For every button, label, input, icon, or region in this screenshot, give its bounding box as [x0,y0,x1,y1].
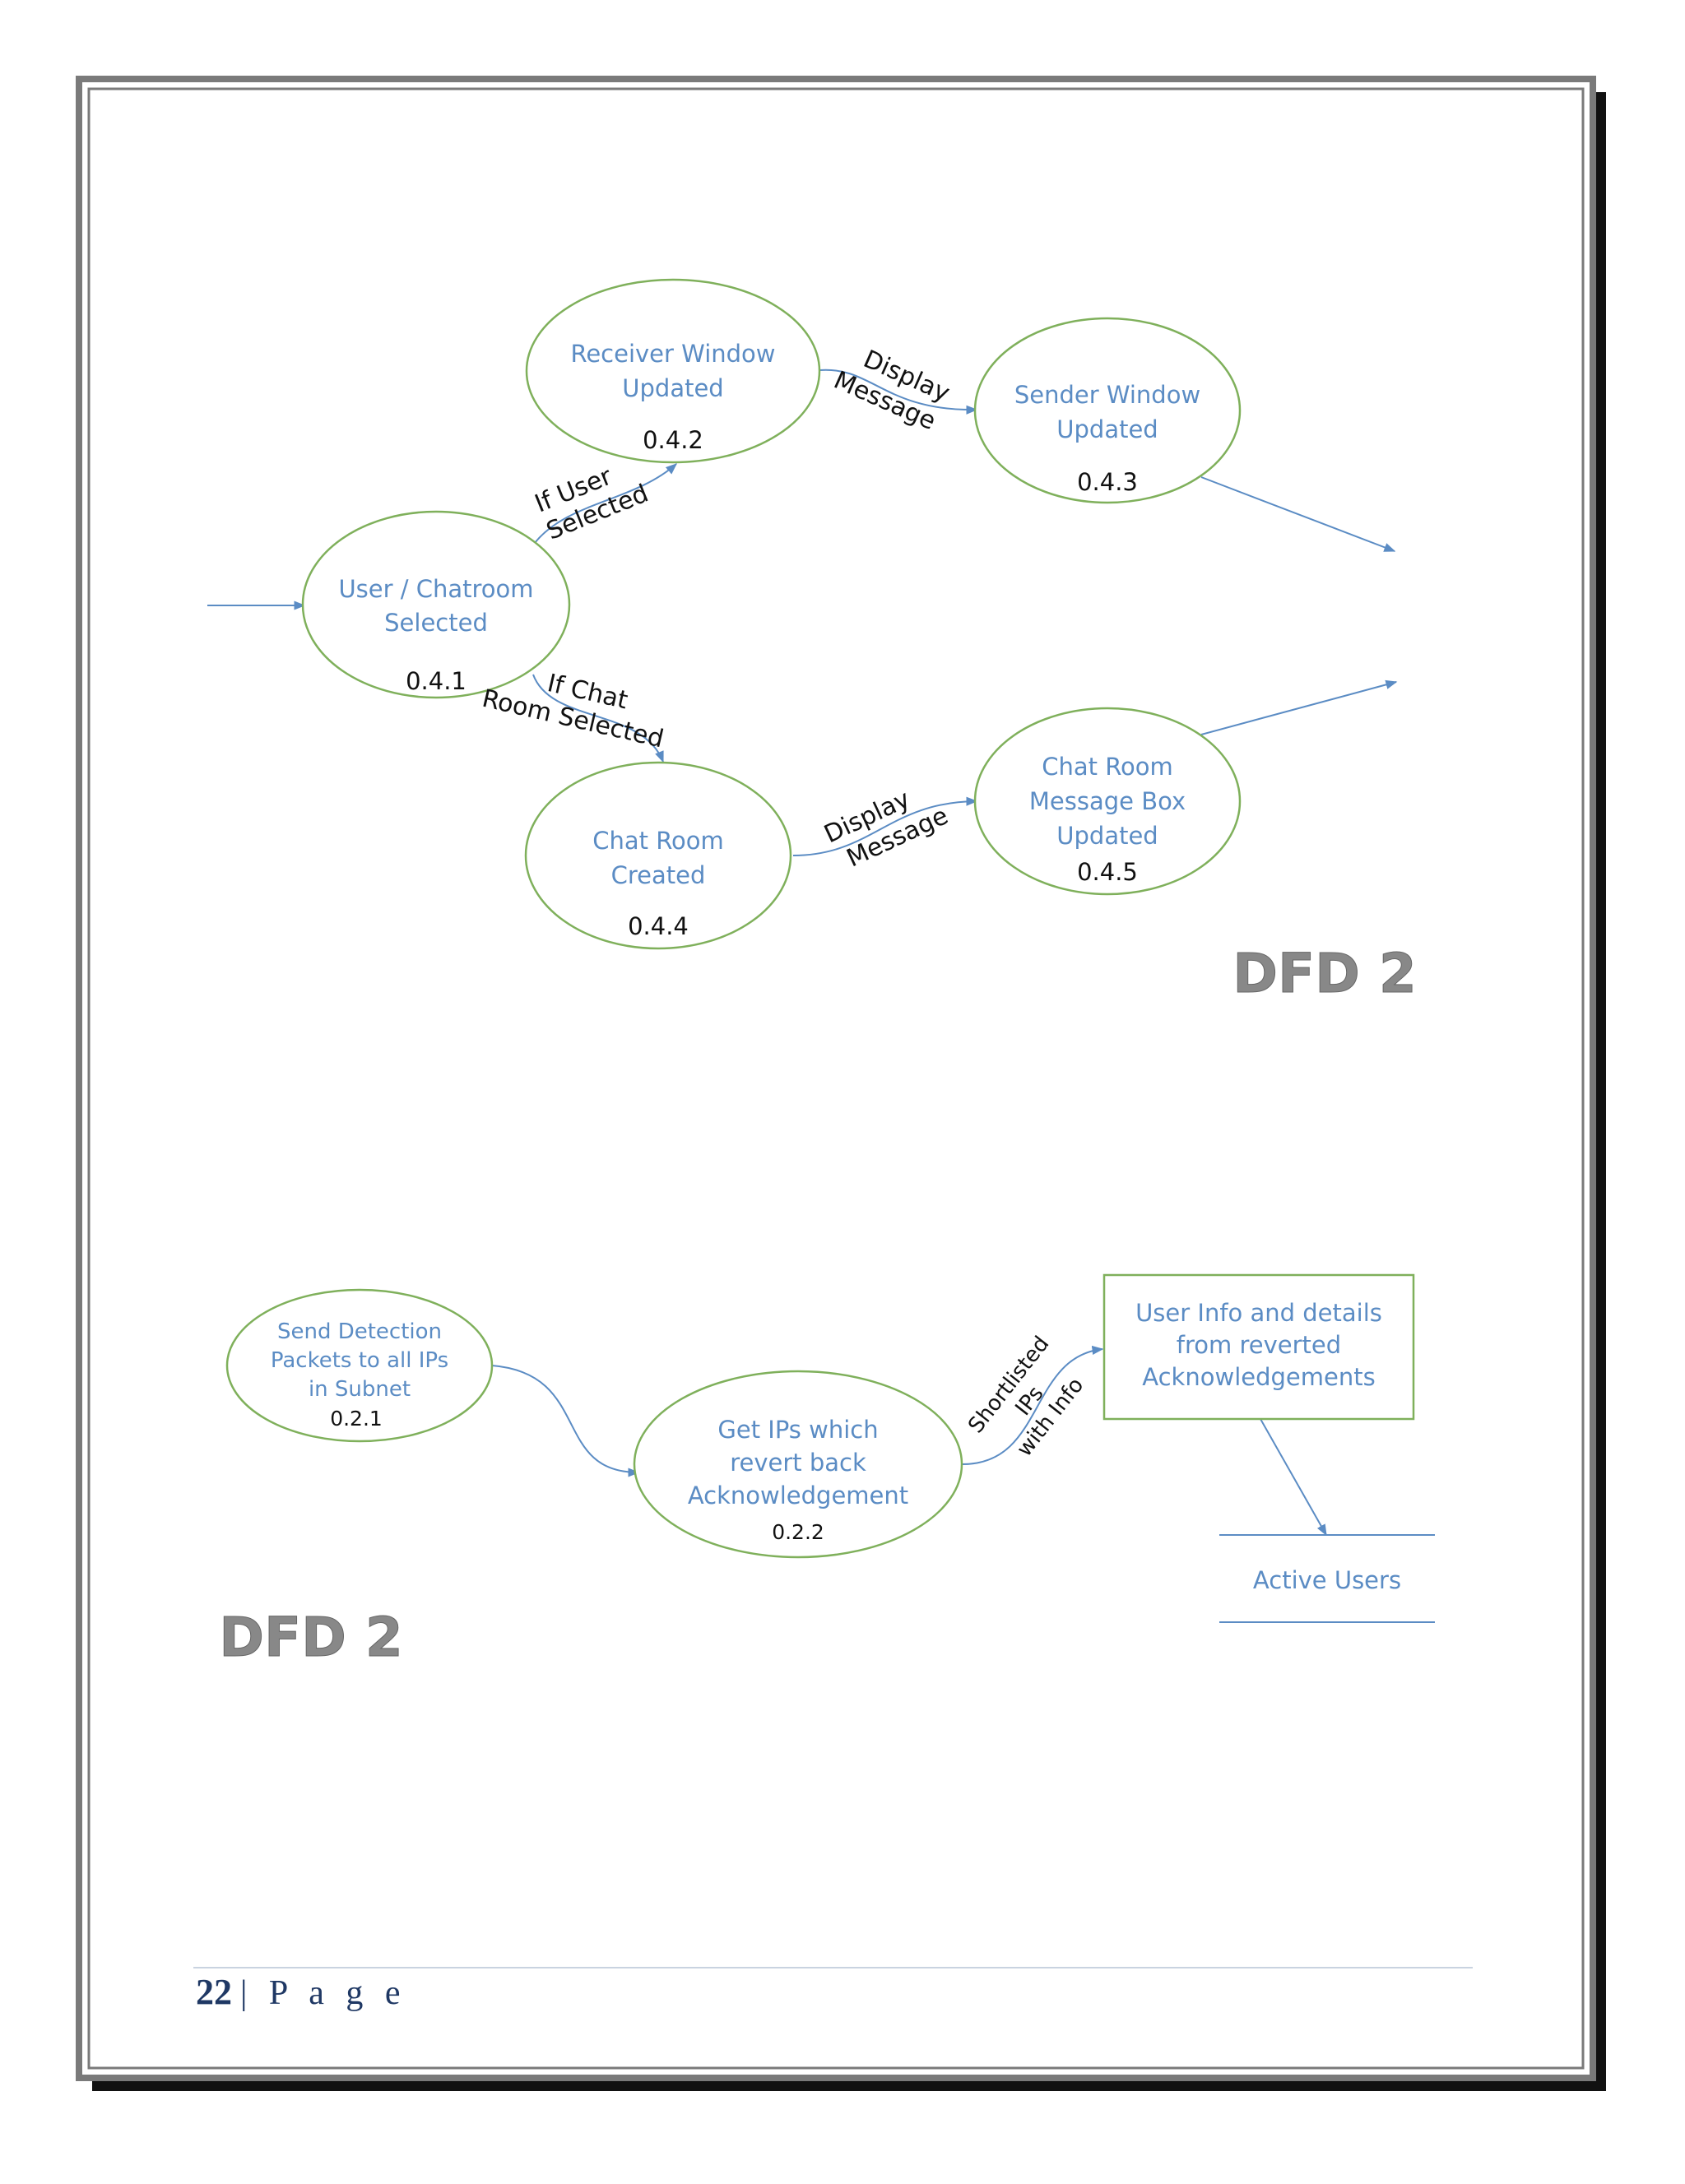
process-code: 0.2.2 [772,1520,824,1544]
process-label-line: Created [611,861,706,889]
process-shape [973,707,1242,896]
process-shape [525,278,821,464]
process-label-line: in Subnet [309,1377,411,1402]
process-label-line: Sender Window [1014,381,1200,409]
process-label-line: revert back [730,1449,866,1477]
datastore-label: Active Users [1253,1566,1401,1594]
process-shape [225,1288,494,1443]
process-receiver-window-updated: Receiver Window Updated 0.4.2 [525,278,821,464]
process-chat-room-message-box-updated: Chat Room Message Box Updated 0.4.5 [973,707,1242,896]
flow-display-message-top [819,369,978,415]
process-code: 0.4.3 [1077,468,1138,496]
datastore-active-users: Active Users [1219,1534,1435,1623]
dfd-bottom: Send Detection Packets to all IPs in Sub… [219,1273,1435,1670]
dfd-title-bottom: DFD 2 [219,1606,403,1669]
flow-if-user-selected [534,463,678,544]
flow-shortlisted-ips [962,1345,1104,1465]
process-label-line: Chat Room [592,827,724,855]
process-label-line: Packets to all IPs [271,1348,448,1373]
process-label-line: Selected [384,609,488,637]
page-number: 22 [196,1972,232,2012]
process-label-line: Send Detection [277,1319,442,1344]
process-label-line: Receiver Window [570,340,775,368]
dfd-title-top: DFD 2 [1232,942,1417,1005]
process-label-line: Chat Room [1042,753,1173,781]
flow-entity-to-datastore [1260,1418,1327,1537]
process-code: 0.2.1 [330,1407,383,1430]
process-code: 0.4.4 [628,912,689,940]
process-shape [633,1370,963,1559]
process-sender-window-updated: Sender Window Updated 0.4.3 [973,317,1242,504]
flow-display-message-bottom [792,796,978,856]
flow-if-chat-room-selected [532,674,664,763]
flow-sender-out [1200,476,1396,552]
entity-label-line: from reverted [1177,1331,1341,1359]
process-label-line: Message Box [1029,787,1186,815]
process-code: 0.4.5 [1077,858,1138,886]
process-label-line: Updated [1056,415,1158,443]
entity-box [1102,1273,1415,1421]
process-label-line: Updated [622,374,723,402]
page-footer: 22 | P a g e [193,1967,1473,2012]
entity-label-line: Acknowledgements [1142,1363,1375,1391]
process-chat-room-created: Chat Room Created 0.4.4 [524,761,792,950]
process-shape [524,761,792,950]
flow-detection-to-get-ips [491,1365,640,1477]
process-label-line: Get IPs which [717,1416,878,1444]
process-label-line: Updated [1056,822,1158,850]
page-border [76,76,1606,2091]
entity-label-line: User Info and details [1135,1299,1382,1327]
process-label-line: User / Chatroom [338,575,533,603]
process-code: 0.4.1 [406,667,467,695]
process-get-ips-acknowledgement: Get IPs which revert back Acknowledgemen… [633,1370,963,1559]
process-shape [301,510,571,699]
flow-chatroom-out [1200,679,1398,735]
entity-user-info-details: User Info and details from reverted Ackn… [1102,1273,1415,1421]
process-send-detection-packets: Send Detection Packets to all IPs in Sub… [225,1288,494,1443]
page-label: | P a g e [240,1974,407,2012]
process-label-line: Acknowledgement [688,1482,908,1509]
process-shape [973,317,1242,504]
process-user-chatroom-selected: User / Chatroom Selected 0.4.1 [301,510,571,699]
process-code: 0.4.2 [643,426,703,454]
